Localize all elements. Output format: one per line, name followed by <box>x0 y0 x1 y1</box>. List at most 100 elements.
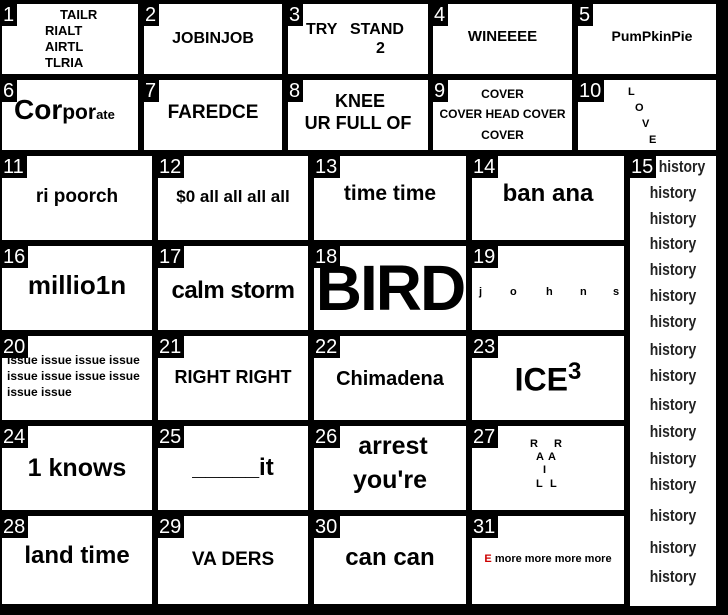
rebus-cell-6: 6 Corporate <box>2 80 138 150</box>
rebus-cell-19: 19 j o h n s <box>472 246 624 330</box>
rebus-cell-2: 2 JOBINJOB <box>144 4 282 74</box>
rebus-cell-17: 17 calm storm <box>158 246 308 330</box>
rebus-text-4: WINEEEE <box>467 28 538 45</box>
rebus-text-19b: o <box>510 286 517 298</box>
rebus-history-12: history <box>649 449 697 468</box>
rebus-text-8a: KNEE <box>334 91 385 111</box>
rebus-cell-10: 10 L O V E <box>578 80 716 150</box>
rebus-text-3c: 2 <box>376 40 385 57</box>
rebus-text-6: Corporate <box>14 94 115 126</box>
cell-number-10: 10 <box>578 80 605 102</box>
rebus-text-10c: V <box>642 118 650 130</box>
rebus-text-11: ri poorch <box>35 186 119 207</box>
rebus-cell-7: 7 FAREDCE <box>144 80 282 150</box>
rebus-cell-15: 15 history history history history histo… <box>630 156 716 606</box>
rebus-cell-25: 25 _____it <box>158 426 308 510</box>
cell-number-18: 18 <box>314 246 341 268</box>
rebus-cell-18: 18 BIRD <box>314 246 466 330</box>
rebus-cell-28: 28 land time <box>2 516 152 604</box>
rebus-cell-4: 4 WINEEEE <box>433 4 572 74</box>
cell-number-20: 20 <box>2 336 29 358</box>
rebus-text-30: can can <box>345 544 435 571</box>
rebus-cell-23: 23 ICE3 <box>472 336 624 420</box>
rebus-text-12: $0 all all all all <box>176 187 290 206</box>
rebus-text-20c: issue issue <box>7 385 72 399</box>
cell-number-14: 14 <box>472 156 499 178</box>
rebus-text-23: ICE3 <box>472 358 624 399</box>
rebus-text-1a: TAILR <box>60 7 98 22</box>
rebus-text-25: _____it <box>192 454 274 481</box>
rebus-text-28: land time <box>24 542 130 569</box>
rebus-text-21: RIGHT RIGHT <box>174 367 292 387</box>
cell-number-9: 9 <box>433 80 449 102</box>
rebus-text-19c: h <box>546 286 553 298</box>
rebus-cell-14: 14 ban ana <box>472 156 624 240</box>
rebus-cell-5: 5 PumPkinPie <box>578 4 716 74</box>
rebus-text-19d: n <box>580 286 587 298</box>
rebus-text-27c: A <box>536 451 544 463</box>
rebus-history-13: history <box>649 475 697 494</box>
rebus-text-14: ban ana <box>502 180 594 207</box>
cell-number-28: 28 <box>2 516 29 538</box>
cell-number-13: 13 <box>314 156 341 178</box>
cell-number-7: 7 <box>144 80 160 102</box>
rebus-text-5: PumPkinPie <box>611 28 693 44</box>
rebus-text-6b: por <box>62 101 97 124</box>
cell-number-3: 3 <box>288 4 304 26</box>
rebus-text-9c: COVER <box>481 128 524 142</box>
rebus-cell-1: 1 TAILR RIALT AIRTL TLRIA <box>2 4 138 74</box>
rebus-cell-16: 16 millio1n <box>2 246 152 330</box>
rebus-text-23-base: ICE <box>514 361 568 398</box>
rebus-cell-9: 9 COVER COVER HEAD COVER COVER <box>433 80 572 150</box>
rebus-cell-8: 8 KNEE UR FULL OF <box>288 80 428 150</box>
rebus-text-6c: ate <box>96 107 115 122</box>
rebus-history-4: history <box>649 234 697 253</box>
rebus-text-8b: UR FULL OF <box>304 113 412 133</box>
cell-number-2: 2 <box>144 4 160 26</box>
rebus-cell-11: 11 ri poorch <box>2 156 152 240</box>
rebus-text-19e: s <box>613 286 620 298</box>
rebus-text-1d: TLRIA <box>45 55 84 70</box>
rebus-text-17: calm storm <box>171 277 295 304</box>
rebus-cell-24: 24 1 knows <box>2 426 152 510</box>
cell-number-16: 16 <box>2 246 29 268</box>
rebus-history-16: history <box>649 567 697 586</box>
rebus-text-27g: L <box>550 478 557 490</box>
cell-number-17: 17 <box>158 246 185 268</box>
cell-number-5: 5 <box>578 4 594 26</box>
cell-number-4: 4 <box>433 4 449 26</box>
rebus-text-27e: I <box>543 464 547 476</box>
rebus-text-1c: AIRTL <box>45 39 84 54</box>
rebus-text-31b: more more more more <box>494 553 612 565</box>
rebus-text-27a: R <box>530 438 538 450</box>
rebus-text-18: BIRD <box>315 252 466 324</box>
rebus-text-29: VA DERS <box>191 549 275 570</box>
rebus-text-2: JOBINJOB <box>172 30 254 47</box>
cell-number-12: 12 <box>158 156 185 178</box>
rebus-history-5: history <box>649 260 697 279</box>
rebus-text-22: Chimadena <box>336 368 444 390</box>
cell-number-8: 8 <box>288 80 304 102</box>
rebus-text-3b: STAND <box>350 21 404 38</box>
rebus-history-11: history <box>649 422 697 441</box>
rebus-cell-27: 27 R R A A I L L <box>472 426 624 510</box>
rebus-text-16: millio1n <box>27 270 127 300</box>
rebus-cell-12: 12 $0 all all all all <box>158 156 308 240</box>
rebus-cell-29: 29 VA DERS <box>158 516 308 604</box>
rebus-text-27b: R <box>554 438 562 450</box>
cell-number-24: 24 <box>2 426 29 448</box>
cell-number-27: 27 <box>472 426 499 448</box>
rebus-cell-3: 3 TRY STAND 2 <box>288 4 428 74</box>
rebus-text-23-superscript: 3 <box>567 358 582 385</box>
rebus-cell-13: 13 time time <box>314 156 466 240</box>
cell-number-31: 31 <box>472 516 499 538</box>
rebus-cell-26: 26 arrest you're <box>314 426 466 510</box>
rebus-text-7: FAREDCE <box>167 102 259 123</box>
cell-number-25: 25 <box>158 426 185 448</box>
rebus-cell-30: 30 can can <box>314 516 466 604</box>
cell-number-15: 15 <box>630 156 657 178</box>
rebus-text-19a: j <box>479 286 483 298</box>
cell-number-6: 6 <box>2 80 18 102</box>
rebus-text-20b: issue issue issue issue <box>7 369 140 383</box>
rebus-text-31a: E <box>484 553 492 565</box>
